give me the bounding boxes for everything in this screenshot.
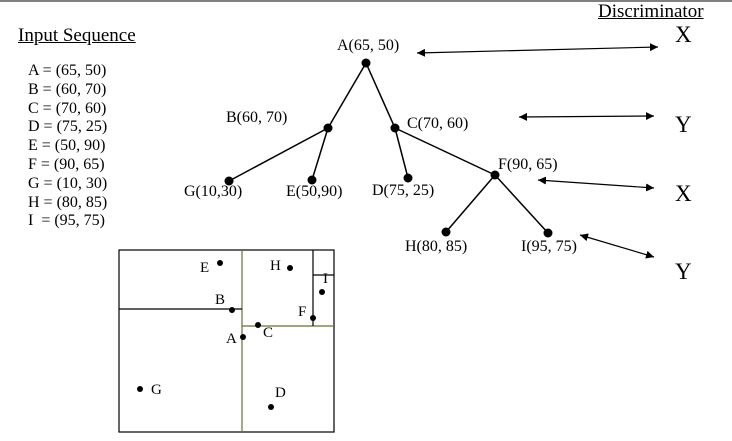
tree-nodes <box>224 58 553 238</box>
tree-label-e: E(50,90) <box>286 183 343 200</box>
point-f <box>310 315 316 321</box>
partition-label-c: C <box>263 325 274 341</box>
arrow-level-3 <box>537 176 655 192</box>
arrow-level-4 <box>579 233 655 259</box>
input-sequence-title: Input Sequence <box>18 25 136 46</box>
arrow-level-2 <box>518 112 655 121</box>
input-point-b: B = (60, 70) <box>28 80 107 98</box>
input-point-f: F = (90, 65) <box>28 155 105 173</box>
discriminator-level-3: X <box>675 181 692 206</box>
partition-frame <box>118 249 335 433</box>
tree-node-g <box>224 176 234 186</box>
point-b <box>229 307 235 313</box>
edge-b-e <box>311 127 329 181</box>
tree-label-d: D(75, 25) <box>372 182 435 199</box>
input-point-c: C = (70, 60) <box>28 99 107 117</box>
partition-points <box>137 260 325 410</box>
input-point-a: A = (65, 50) <box>28 62 107 79</box>
input-point-g: G = (10, 30) <box>28 174 108 192</box>
point-h <box>287 265 293 271</box>
edge-b-g <box>228 127 329 182</box>
point-c <box>255 322 261 328</box>
tree-node-d <box>403 173 413 183</box>
edge-c-f <box>394 127 496 176</box>
tree-edges <box>228 62 549 234</box>
discriminator-level-4: Y <box>675 259 692 284</box>
input-point-d: D = (75, 25) <box>28 118 108 136</box>
arrow-level-1 <box>416 43 659 57</box>
point-i <box>319 289 325 295</box>
tree-label-b: B(60, 70) <box>226 109 288 126</box>
point-a <box>240 334 246 340</box>
point-g <box>137 386 143 392</box>
tree-label-a: A(65, 50) <box>337 37 400 54</box>
tree-label-f: F(90, 65) <box>498 156 558 173</box>
partition-label-g: G <box>151 382 162 398</box>
partition-label-b: B <box>215 292 226 308</box>
partition-label-i: I <box>323 271 328 287</box>
tree-node-b <box>323 123 333 133</box>
partition-label-h: H <box>270 258 281 274</box>
partition-box <box>118 249 335 433</box>
point-e <box>217 260 223 266</box>
edge-f-h <box>445 174 496 233</box>
discriminator-arrows <box>416 43 659 259</box>
tree-label-g: G(10,30) <box>184 183 243 200</box>
discriminator-title: Discriminator <box>598 1 704 22</box>
input-sequence-list: A = (65, 50) B = (60, 70) C = (70, 60) D… <box>28 62 107 231</box>
tree-label-h: H(80, 85) <box>405 238 468 255</box>
partition-label-e: E <box>200 260 210 276</box>
tree-node-e <box>307 175 317 185</box>
discriminator-level-2: Y <box>675 112 692 137</box>
tree-node-a <box>361 58 371 68</box>
edge-f-i <box>494 174 549 234</box>
input-point-e: E = (50, 90) <box>28 137 106 155</box>
point-d <box>268 404 274 410</box>
discriminator-level-1: X <box>675 22 692 47</box>
partition-label-d: D <box>275 385 286 401</box>
input-point-h: H = (80, 85) <box>28 193 108 211</box>
tree-node-f <box>490 170 500 180</box>
tree-node-c <box>390 123 400 133</box>
tree-label-c: C(70, 60) <box>407 115 469 132</box>
tree-label-i: I(95, 75) <box>521 238 577 255</box>
partition-label-f: F <box>298 304 307 320</box>
tree-node-h <box>441 227 451 237</box>
edge-c-d <box>394 127 409 179</box>
edge-a-b <box>327 62 367 129</box>
tree-node-i <box>543 228 553 238</box>
edge-a-c <box>365 62 396 129</box>
input-point-i: I = (95, 75) <box>28 212 106 230</box>
partition-label-a: A <box>226 331 237 347</box>
